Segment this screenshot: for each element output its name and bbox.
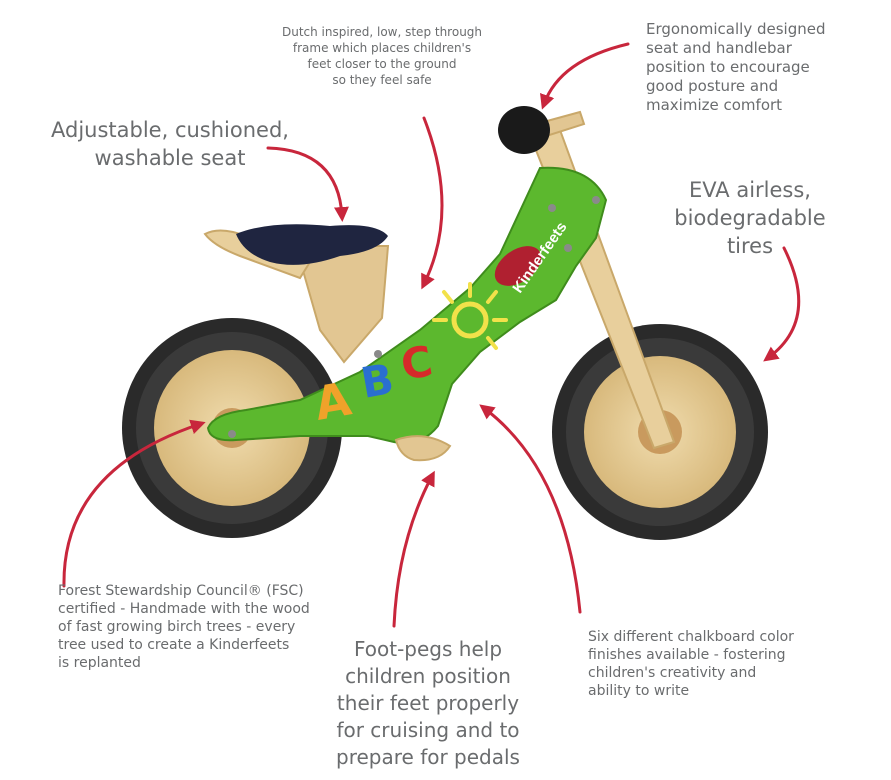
frame-arrow [424,118,442,284]
ergonomic-arrow [544,44,628,104]
chalkboard-annotation: Six different chalkboard color finishes … [588,628,848,700]
footpeg [396,436,450,460]
fsc-annotation: Forest Stewardship Council® (FSC) certif… [58,582,348,672]
footpegs-arrow [394,476,432,626]
tires-annotation: EVA airless, biodegradable tires [660,176,840,260]
handlebar-grip [498,106,550,154]
footpegs-annotation: Foot-pegs help children position their f… [318,636,538,771]
seat-annotation: Adjustable, cushioned, washable seat [30,116,310,172]
frame-annotation: Dutch inspired, low, step through frame … [262,24,502,88]
ergonomic-annotation: Ergonomically designed seat and handleba… [646,20,876,115]
tires-arrow [768,248,799,358]
